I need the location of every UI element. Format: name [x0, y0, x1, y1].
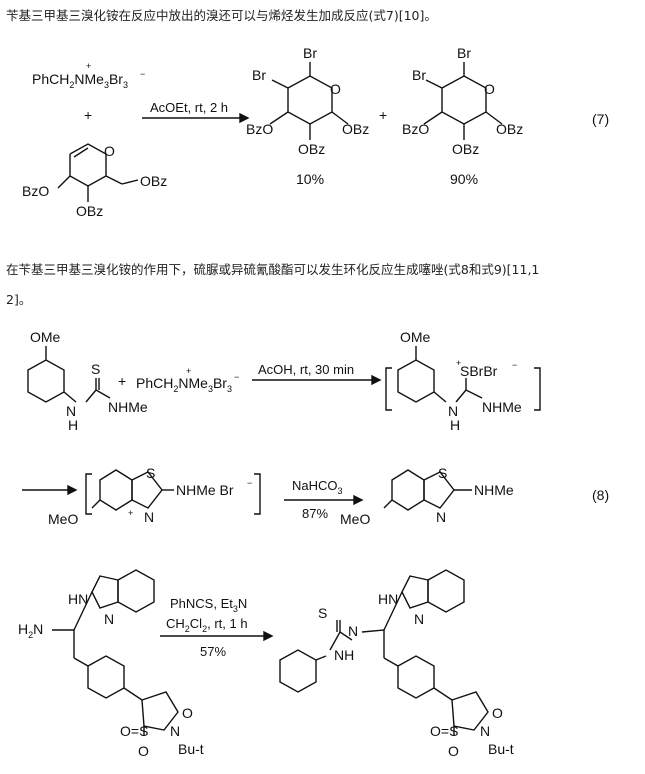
s8-int2-plus: +	[128, 508, 133, 518]
s7-p1-yield: 10%	[296, 171, 324, 187]
s7-p2-ring-o: O	[484, 81, 495, 97]
s9-o-bottom-right: O	[448, 743, 459, 759]
s8-reagent: PhCH2NMe3Br3	[136, 375, 232, 394]
s7-p2-br-left: Br	[412, 67, 426, 83]
s7-p2-yield: 90%	[450, 171, 478, 187]
s8-int2-minus: −	[247, 478, 252, 488]
s7-p2-bzo: BzO	[402, 121, 429, 137]
s9-but-left: Bu-t	[178, 741, 204, 757]
s9-nh-thio: NH	[334, 647, 354, 663]
s7-p1-br-left: Br	[252, 67, 266, 83]
s8-int-sbrbr: SBrBr	[460, 363, 498, 379]
s8-cond2: NaHCO3	[292, 478, 343, 496]
s9-h2n: H2N	[18, 621, 43, 640]
s7-plus-1: +	[84, 107, 92, 123]
s9-yield: 57%	[200, 644, 226, 659]
s8-prod-nhme: NHMe	[474, 482, 514, 498]
s9-o-left: O	[182, 705, 193, 721]
s9-n-but-right: N	[480, 723, 490, 739]
s8-yield: 87%	[302, 506, 328, 521]
s8-prod-s: S	[438, 465, 447, 481]
s7-equation-number: (7)	[592, 111, 609, 127]
s8-int-plus: +	[456, 358, 461, 368]
s7-p1-obz-bottom: OBz	[298, 141, 325, 157]
s8-charge-minus: −	[234, 372, 239, 382]
s8-nh-n: N	[66, 403, 76, 419]
s7-sm-ring-o: O	[104, 143, 115, 159]
s9-o-bottom-left: O	[138, 743, 149, 759]
s8-int2-meo: MeO	[48, 511, 78, 527]
scheme-7: PhCH2NMe3Br3 + − + + AcOEt, rt, 2 h O Bz…	[22, 45, 609, 219]
paragraph-thiazole-line2: 2]。	[6, 292, 32, 307]
paragraph-thiazole-line1: 在苄基三甲基三溴化铵的作用下，硫脲或异硫氰酸酯可以发生环化反应生成噻唑(式8和式…	[6, 262, 540, 277]
s8-int-nhme: NHMe	[482, 399, 522, 415]
s9-n-but-left: N	[170, 723, 180, 739]
scheme-9: HN N H2N PhNCS, Et3N CH2Cl2, rt, 1 h 57%…	[18, 569, 514, 759]
s9-s-thio: S	[318, 605, 327, 621]
scheme-8: OMe S N H NHMe + PhCH2NMe3Br3 + − AcOH, …	[22, 329, 609, 527]
s9-but-right: Bu-t	[488, 741, 514, 757]
s9-n-right: N	[414, 611, 424, 627]
s7-charge-plus: +	[86, 61, 91, 71]
s7-reagent: PhCH2NMe3Br3	[32, 71, 128, 90]
s8-nhme: NHMe	[108, 399, 148, 415]
s7-sm-obz-bottom: OBz	[76, 203, 103, 219]
s7-p2-obz-bottom: OBz	[452, 141, 479, 157]
s9-n-left: N	[104, 611, 114, 627]
s8-s-label: S	[91, 361, 100, 377]
s9-cond-line2: CH2Cl2, rt, 1 h	[166, 616, 248, 634]
s7-p1-bzo: BzO	[246, 121, 273, 137]
s8-nh-h: H	[68, 417, 78, 433]
s8-prod-n: N	[436, 509, 446, 525]
s7-p1-obz-right: OBz	[342, 121, 369, 137]
s7-p1-ring-o: O	[330, 81, 341, 97]
s9-os-right: O=S	[430, 723, 458, 739]
s8-ome-top: OMe	[30, 329, 61, 345]
s7-conditions: AcOEt, rt, 2 h	[150, 100, 228, 115]
s8-int2-n: N	[144, 509, 154, 525]
s8-int2-nhme: NHMe Br	[176, 482, 234, 498]
s9-n-thio: N	[348, 623, 358, 639]
s8-conditions: AcOH, rt, 30 min	[258, 362, 354, 377]
s8-charge-plus: +	[186, 366, 191, 376]
s9-hn-right: HN	[378, 591, 398, 607]
s8-int-h: H	[450, 417, 460, 433]
s7-sm-obz-right: OBz	[140, 173, 167, 189]
s7-p2-obz-right: OBz	[496, 121, 523, 137]
s9-o-right: O	[492, 705, 503, 721]
s8-prod-meo: MeO	[340, 511, 370, 527]
s8-int-minus: −	[512, 360, 517, 370]
paragraph-intro: 苄基三甲基三溴化铵在反应中放出的溴还可以与烯烃发生加成反应(式7)[10]。	[6, 8, 437, 23]
s8-int2-s: S	[146, 465, 155, 481]
s9-os-left: O=S	[120, 723, 148, 739]
s8-plus: +	[118, 373, 126, 389]
s9-hn-left: HN	[68, 591, 88, 607]
s7-plus-2: +	[379, 107, 387, 123]
s9-cond-line1: PhNCS, Et3N	[170, 596, 247, 614]
s7-p1-br-top: Br	[303, 45, 317, 61]
s8-int-ome: OMe	[400, 329, 431, 345]
s8-equation-number: (8)	[592, 487, 609, 503]
s7-p2-br-top: Br	[457, 45, 471, 61]
s8-int-n: N	[448, 403, 458, 419]
s7-charge-minus: −	[140, 69, 145, 79]
s7-sm-bzo: BzO	[22, 183, 49, 199]
